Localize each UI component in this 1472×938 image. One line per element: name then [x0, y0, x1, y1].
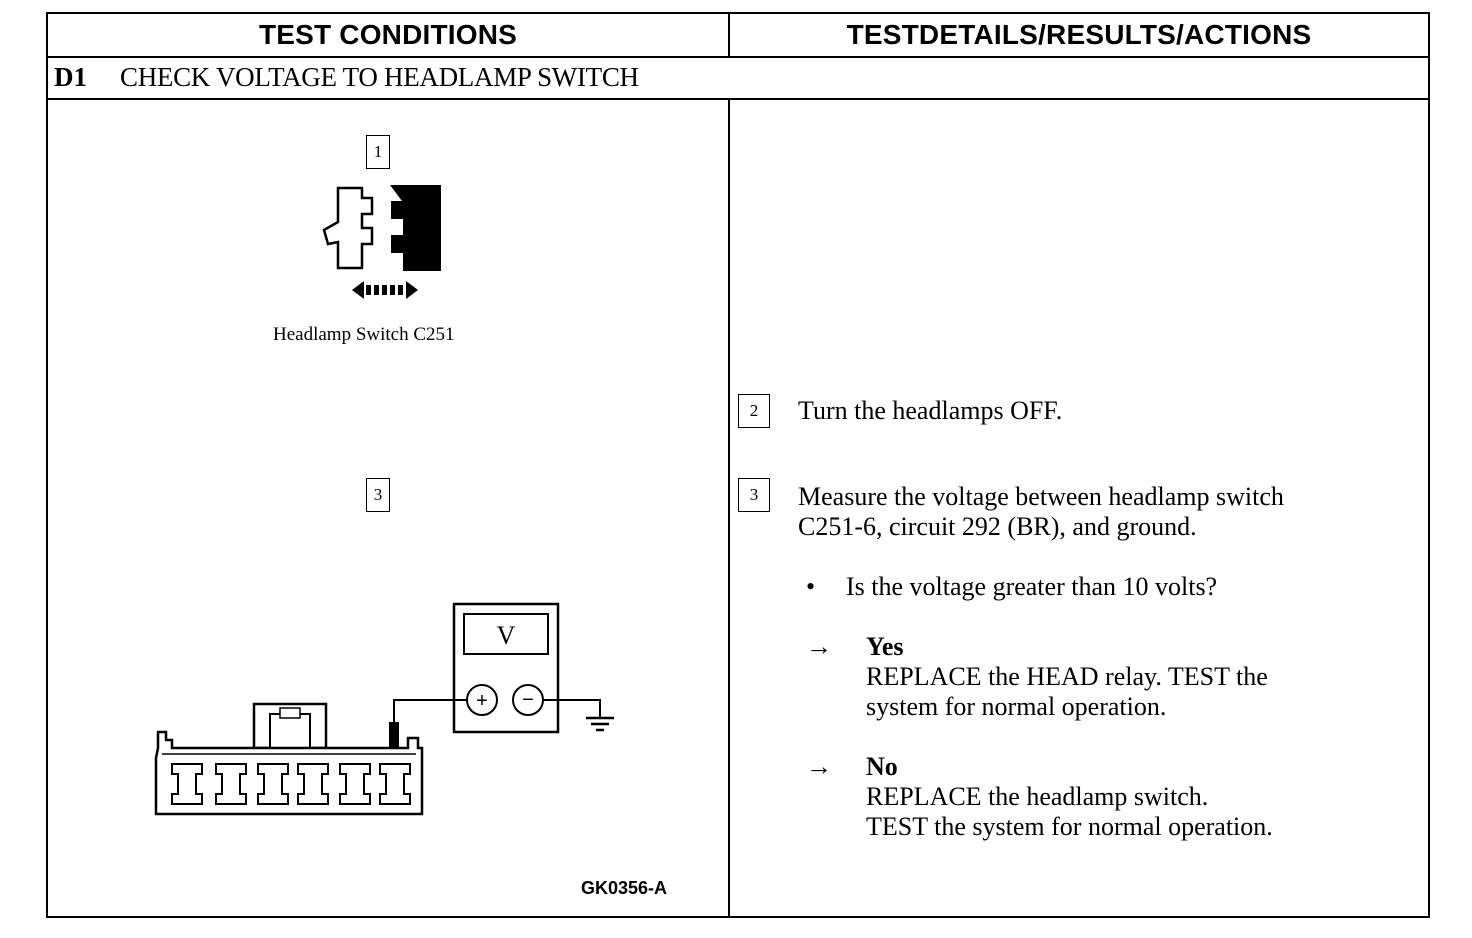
step-3-number: 3 [738, 478, 770, 512]
figure-1-number: 1 [366, 135, 390, 169]
test-conditions-panel: 1 Headlamp Switch C251 3 V + − [48, 98, 730, 918]
positive-lead [393, 699, 467, 724]
probe-icon [389, 722, 399, 748]
figure-1-caption: Headlamp Switch C251 [273, 324, 455, 345]
ground-lead [543, 699, 601, 718]
voltmeter-display [463, 613, 549, 655]
step-2-text: Turn the headlamps OFF. [798, 396, 1063, 425]
step-id: D1 [54, 61, 87, 92]
yes-arrow-icon: → [806, 632, 832, 661]
yes-action-line-1: REPLACE the HEAD relay. TEST the [866, 662, 1268, 691]
positive-terminal-label: + [476, 690, 488, 712]
step-title: CHECK VOLTAGE TO HEADLAMP SWITCH [120, 61, 639, 92]
yes-action-line-2: system for normal operation. [866, 692, 1167, 721]
no-arrow-icon: → [806, 752, 832, 781]
negative-terminal-label: − [522, 689, 534, 711]
no-action-line-2: TEST the system for normal operation. [866, 812, 1273, 841]
test-conditions-heading: TEST CONDITIONS [48, 14, 730, 56]
question-text: Is the voltage greater than 10 volts? [846, 572, 1218, 601]
step-heading: D1 CHECK VOLTAGE TO HEADLAMP SWITCH [48, 56, 1428, 100]
yes-label: Yes [866, 632, 904, 661]
headlamp-switch-connector-icon [154, 702, 424, 816]
step-3-line-1: Measure the voltage between headlamp swi… [798, 482, 1284, 511]
no-label: No [866, 752, 898, 781]
step-2-number: 2 [738, 394, 770, 428]
no-action-line-1: REPLACE the headlamp switch. [866, 782, 1209, 811]
test-details-heading: TESTDETAILS/RESULTS/ACTIONS [846, 19, 1312, 50]
ground-icon [586, 716, 614, 732]
step-3-line-2: C251-6, circuit 292 (BR), and ground. [798, 512, 1197, 541]
figure-id: GK0356-A [581, 878, 668, 898]
connector-disconnect-icon [322, 185, 441, 299]
question-bullet: • [806, 572, 816, 601]
voltmeter-display-label: V [497, 621, 516, 650]
table-header: TEST CONDITIONS TESTDETAILS/RESULTS/ACTI… [48, 14, 1428, 58]
voltmeter-test-diagram: V + − [154, 602, 614, 816]
diagnostic-table: TEST CONDITIONS TESTDETAILS/RESULTS/ACTI… [46, 12, 1430, 918]
test-details-panel: 2 Turn the headlamps OFF. 3 Measure the … [730, 98, 1430, 918]
figure-3-number: 3 [366, 478, 390, 512]
